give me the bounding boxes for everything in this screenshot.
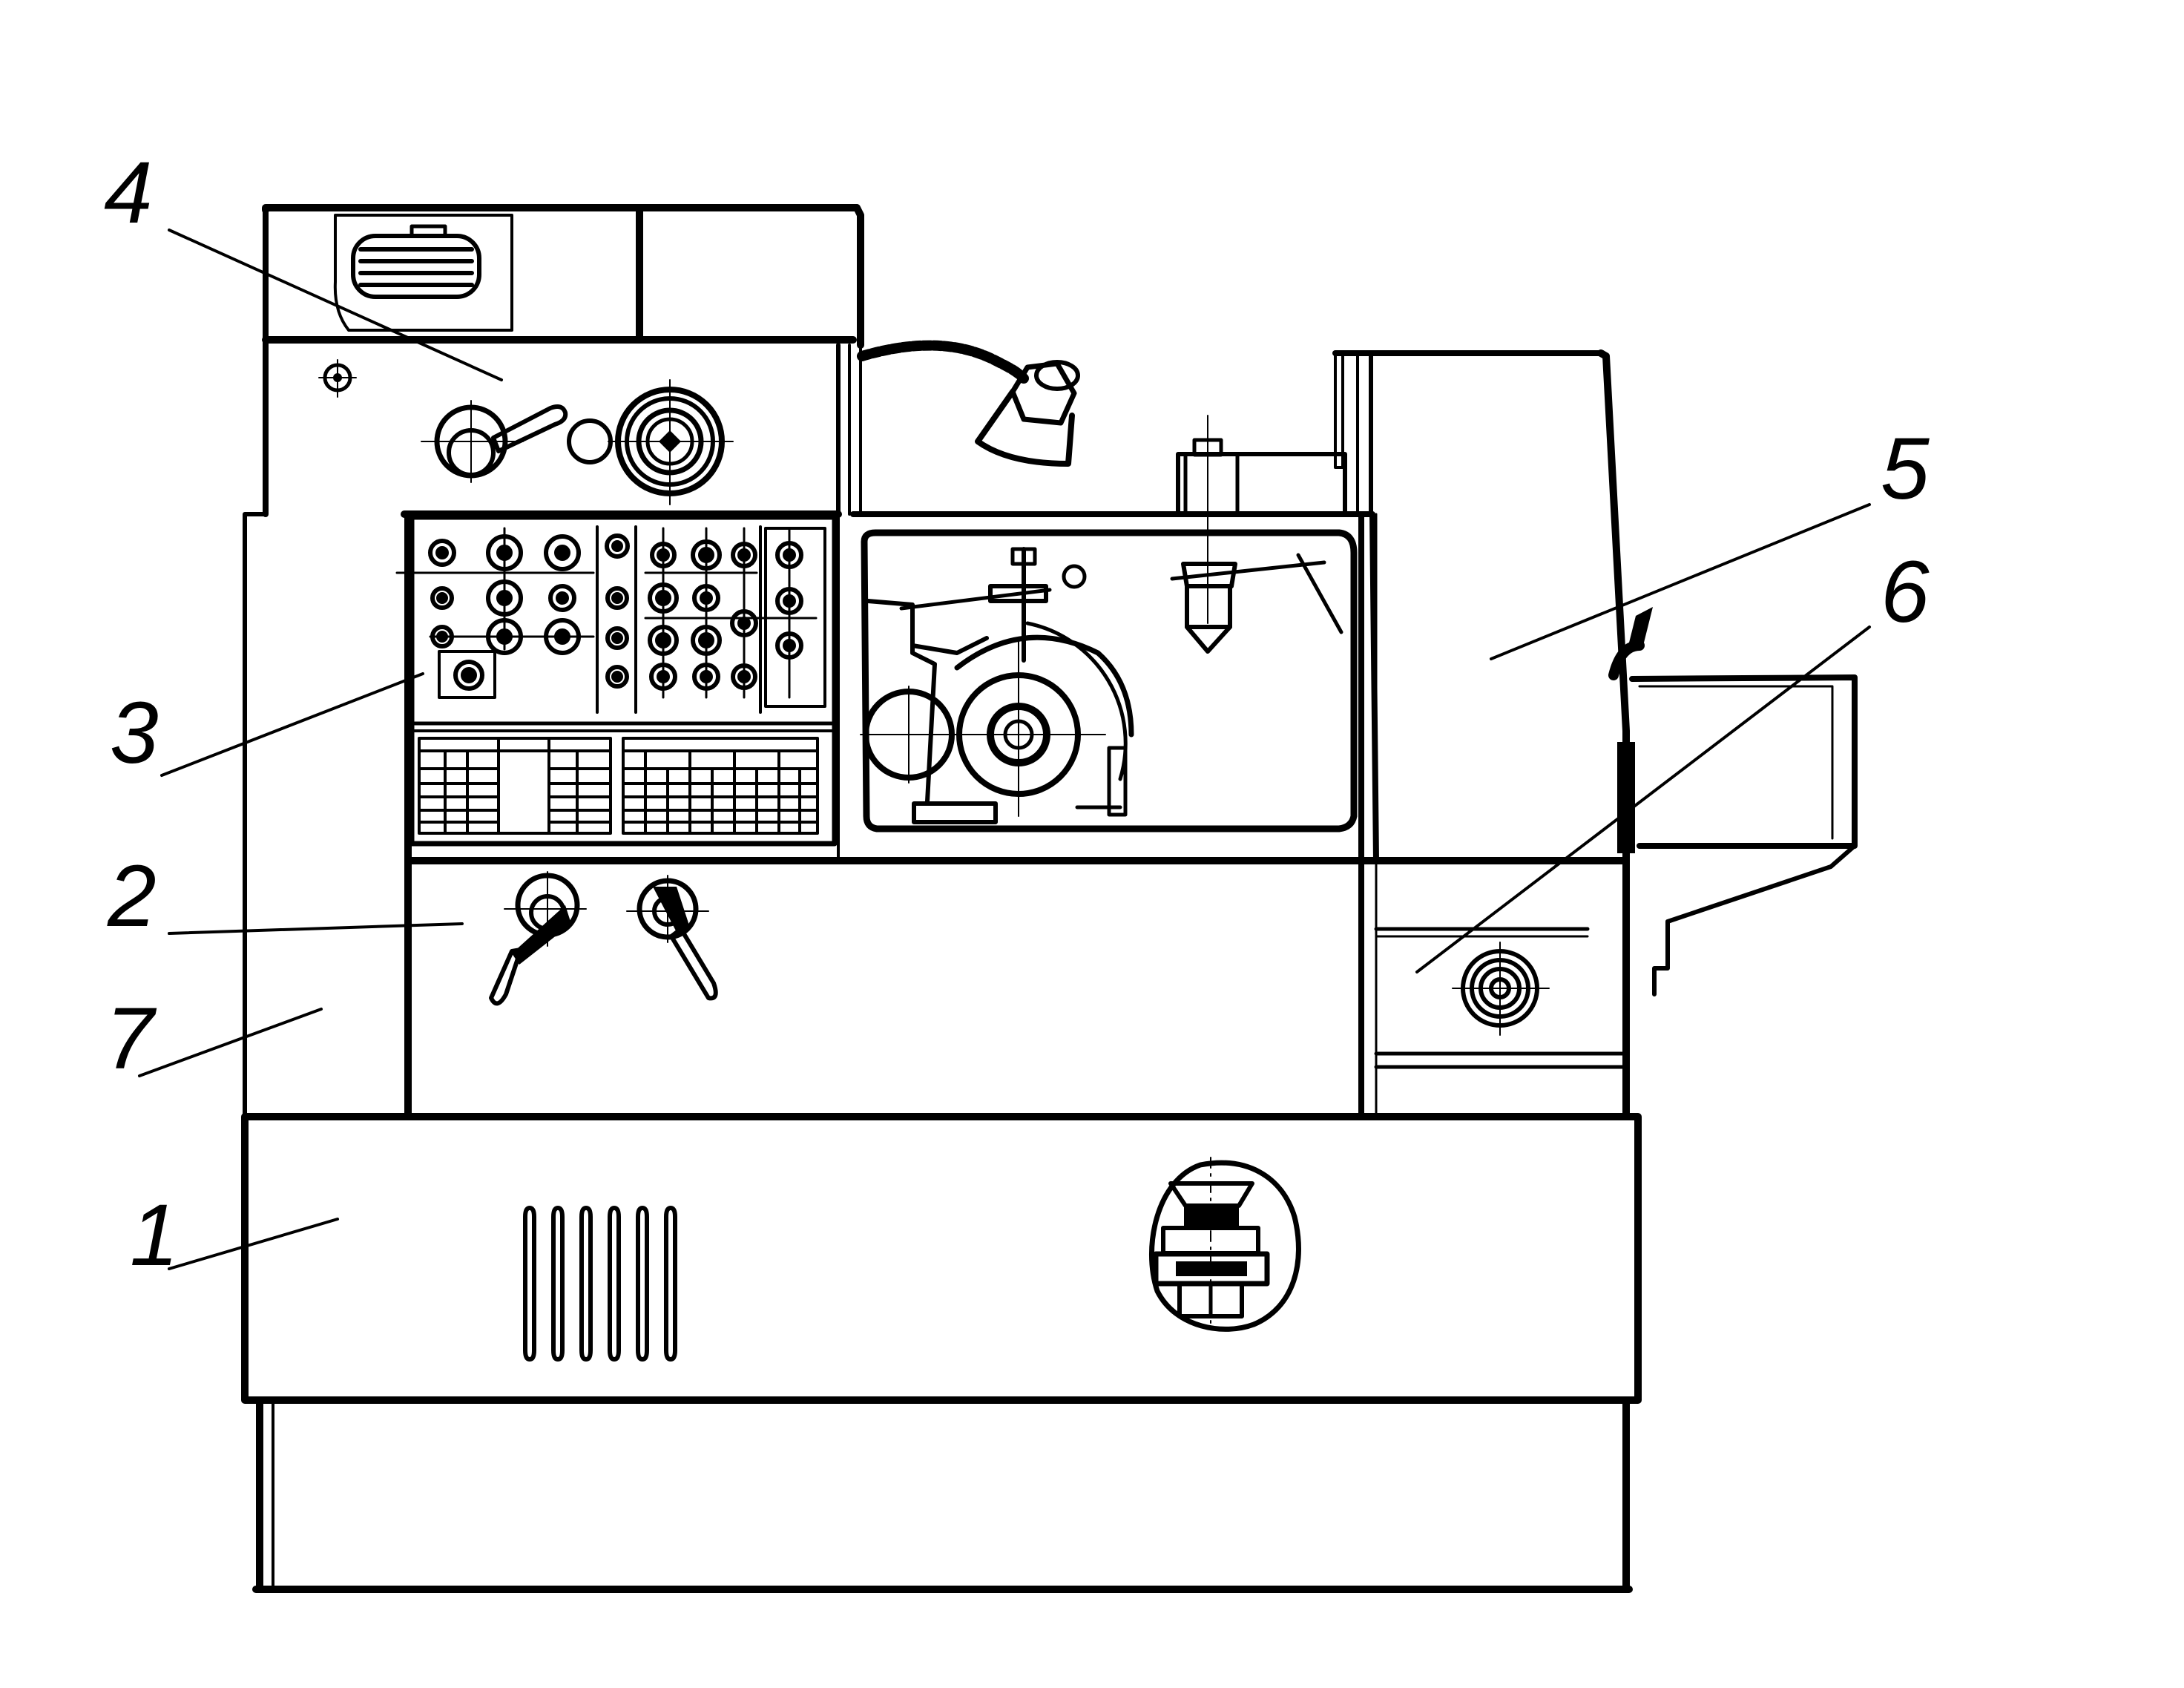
leveling-foot-window (1148, 1157, 1301, 1332)
work-lamp (857, 340, 1080, 467)
callout-4: 4 (104, 144, 153, 242)
machine-base (241, 1113, 1642, 1593)
upper-controls (318, 359, 734, 505)
leader-6 (1415, 625, 1871, 973)
leader-7 (138, 1008, 323, 1077)
leader-lines (138, 229, 1871, 1270)
callout-6: 6 (1881, 543, 1930, 641)
data-table-right (622, 737, 819, 835)
grinding-assembly (860, 547, 1134, 824)
callout-labels: 1 2 3 4 5 6 7 (104, 144, 1930, 1284)
motor-housing (262, 204, 864, 516)
data-table-left (418, 737, 612, 835)
callout-5: 5 (1881, 420, 1930, 518)
right-housing (1332, 349, 1630, 1120)
callout-2: 2 (107, 847, 157, 945)
control-panel (395, 514, 838, 847)
callout-7: 7 (105, 990, 157, 1088)
leader-5 (1490, 503, 1871, 660)
callout-1: 1 (130, 1186, 179, 1284)
leader-1 (168, 1218, 339, 1270)
gearbox-front (404, 511, 1628, 1120)
side-chute (1608, 607, 1858, 996)
leader-4 (168, 229, 503, 381)
leader-2 (168, 922, 464, 935)
callout-3: 3 (110, 684, 159, 782)
leader-3 (160, 672, 424, 777)
left-column (243, 207, 842, 1120)
vent-grille (523, 1206, 677, 1362)
tool-head (1170, 415, 1347, 654)
